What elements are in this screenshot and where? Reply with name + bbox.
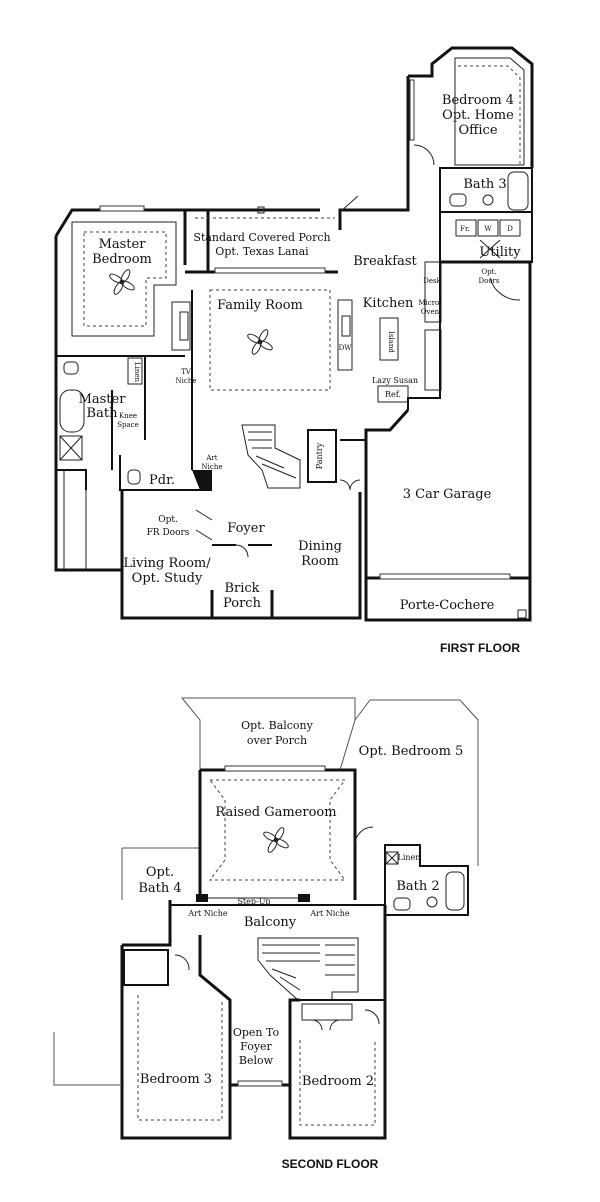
label-bedroom4-opt: Opt. Home — [442, 108, 514, 123]
label-living: Living Room/ — [123, 556, 211, 571]
label-fr-doors-b: FR Doors — [147, 528, 190, 538]
label-family-room: Family Room — [217, 298, 303, 313]
label-brick-porch: Brick — [224, 581, 259, 596]
label-opt-bedroom5: Opt. Bedroom 5 — [359, 744, 464, 759]
label-raised-gameroom: Raised Gameroom — [215, 805, 336, 820]
label-breakfast: Breakfast — [353, 254, 417, 269]
label-opt-bath4-b: Bath 4 — [138, 881, 181, 896]
label-pantry: Pantry — [315, 442, 324, 469]
label-knee-space: Knee — [119, 412, 137, 420]
label-dw: DW — [339, 344, 353, 352]
label-living-b: Opt. Study — [132, 571, 203, 586]
fan-icons — [109, 269, 289, 853]
label-open-foyer: Foyer — [240, 1040, 272, 1053]
second-floor-caption: SECOND FLOOR — [282, 1157, 379, 1171]
label-master-bedroom-b: Bedroom — [92, 252, 152, 267]
label-art-niche-b: Niche — [202, 463, 223, 471]
label-tv-niche: TV — [181, 368, 192, 376]
label-d: D — [507, 225, 513, 233]
first-floor-caption: FIRST FLOOR — [440, 641, 520, 655]
label-w: W — [484, 225, 492, 233]
label-island: Island — [387, 331, 395, 353]
first-floor-labels: Bedroom 4 Opt. Home Office Bath 3 Fr. W … — [79, 93, 522, 655]
label-foyer: Foyer — [227, 521, 265, 536]
ceiling-fan-icon — [263, 827, 289, 853]
label-fr: Fr. — [460, 225, 470, 233]
label-step-up: Step-Up — [237, 897, 270, 906]
label-lanai: Opt. Texas Lanai — [215, 245, 309, 258]
label-bath2: Bath 2 — [396, 879, 439, 894]
label-fr-doors: Opt. — [158, 515, 178, 525]
label-master-bath: Master — [79, 392, 127, 407]
label-opt-doors: Opt. — [481, 268, 496, 276]
label-art-niche: Art — [205, 454, 217, 462]
label-open-below: Below — [239, 1054, 274, 1067]
label-dining: Dining — [298, 539, 342, 554]
label-bedroom2: Bedroom 2 — [302, 1074, 374, 1089]
label-brick-porch-b: Porch — [223, 596, 262, 611]
ceiling-fan-icon — [109, 269, 135, 295]
label-balcony: Balcony — [244, 915, 297, 930]
label-bedroom4-office: Office — [458, 123, 497, 138]
label-master-bedroom: Master — [99, 237, 147, 252]
first-floor-plan — [54, 46, 534, 622]
label-pdr: Pdr. — [149, 473, 175, 488]
label-utility: Utility — [479, 245, 521, 260]
label-tv-niche-b: Niche — [176, 377, 197, 385]
label-opt-balcony-b: over Porch — [247, 734, 307, 747]
label-master-bath-b: Bath — [87, 406, 119, 421]
label-opt-balcony: Opt. Balcony — [241, 719, 314, 732]
second-floor-labels: Opt. Balcony over Porch Opt. Bedroom 5 R… — [138, 719, 463, 1171]
label-open-to: Open To — [233, 1026, 280, 1039]
label-opt-doors-b: Doors — [479, 277, 500, 285]
label-bedroom3: Bedroom 3 — [140, 1072, 212, 1087]
label-porch: Standard Covered Porch — [193, 231, 330, 244]
label-kitchen: Kitchen — [363, 296, 414, 311]
label-desk: Desk — [423, 277, 441, 285]
label-lazy-susan: Lazy Susan — [372, 376, 418, 385]
label-dining-b: Room — [301, 554, 339, 569]
label-knee-space-b: Space — [117, 421, 139, 429]
label-bath3: Bath 3 — [463, 177, 506, 192]
ceiling-fan-icon — [247, 329, 273, 355]
label-art-niche-right: Art Niche — [309, 909, 350, 918]
label-bedroom4: Bedroom 4 — [442, 93, 514, 108]
label-garage: 3 Car Garage — [403, 487, 492, 502]
label-porte-cochere: Porte-Cochere — [400, 598, 495, 613]
label-art-niche-left: Art Niche — [187, 909, 228, 918]
second-floor-plan — [53, 697, 479, 1140]
label-linen: Linen — [133, 362, 141, 383]
label-opt-bath4: Opt. — [146, 865, 174, 880]
label-oven: Oven — [421, 308, 440, 316]
label-ref: Ref. — [385, 390, 401, 399]
label-micro: Micro/ — [418, 299, 442, 307]
label-linen-2: Linen — [398, 853, 421, 862]
